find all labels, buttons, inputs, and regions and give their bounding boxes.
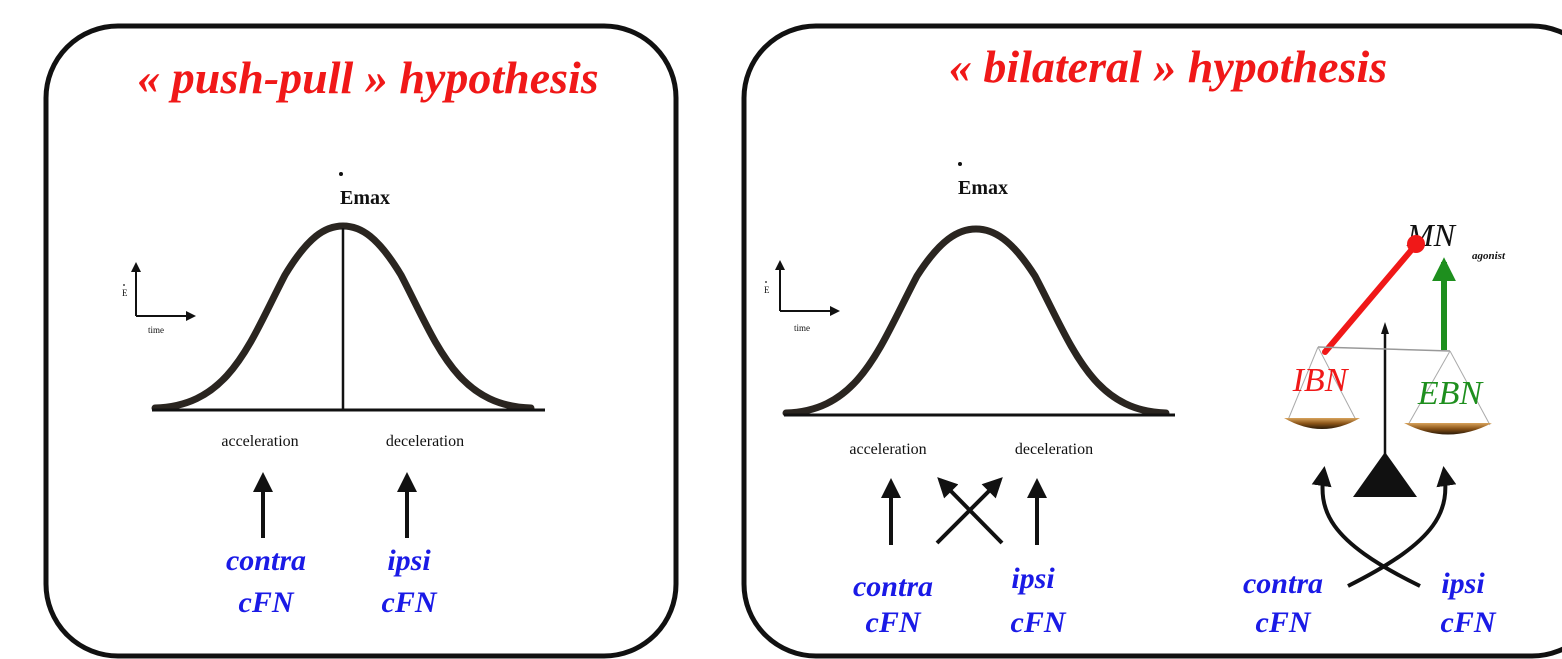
axes-icon: E time <box>122 262 196 335</box>
emax-label: Emax <box>340 187 390 209</box>
ipsi-label: ipsi <box>387 544 431 577</box>
balance-diagram: MN agonist IBN EBN <box>1243 217 1506 639</box>
inhibitory-terminal <box>1407 235 1425 253</box>
bilateral-panel: « bilateral » hypothesis Emax E time acc… <box>741 23 1562 659</box>
contra-cfn-label: cFN <box>239 586 295 619</box>
ipsi-cfn-label: cFN <box>382 586 438 619</box>
contra-label: contra <box>1243 567 1323 600</box>
balance-scale-icon <box>1284 322 1492 497</box>
phase-deceleration: deceleration <box>1015 441 1093 458</box>
bilateral-title: « bilateral » hypothesis <box>949 41 1387 92</box>
x-axis-label: time <box>148 325 164 335</box>
bilateral-frame <box>741 23 1562 659</box>
emax-dot <box>339 172 343 176</box>
x-axis-label: time <box>794 323 810 333</box>
push-pull-panel: « push-pull » hypothesis Emax E time acc… <box>43 23 679 659</box>
ipsi-input-arrow <box>1311 466 1421 588</box>
emax-dot <box>958 162 962 166</box>
ibn-inhibitory-connection <box>1322 244 1417 355</box>
push-pull-frame <box>43 23 679 659</box>
ipsi-label: ipsi <box>1441 567 1485 600</box>
ibn-label: IBN <box>1292 362 1350 399</box>
velocity-curve <box>151 222 535 412</box>
contra-label: contra <box>853 570 933 603</box>
contra-input-arrow <box>1347 466 1457 588</box>
y-axis-label: E <box>122 288 128 298</box>
emax-label: Emax <box>958 177 1008 199</box>
ipsi-cross-arrow <box>937 477 1004 545</box>
ipsi-label: ipsi <box>1011 562 1055 595</box>
contra-cfn-label: cFN <box>1256 606 1312 639</box>
ipsi-cfn-label: cFN <box>1011 606 1067 639</box>
ebn-pan <box>1404 423 1492 435</box>
contra-label: contra <box>226 544 306 577</box>
phase-acceleration: acceleration <box>221 433 298 450</box>
mn-sub-label: agonist <box>1472 250 1506 262</box>
push-pull-title: « push-pull » hypothesis <box>137 52 598 103</box>
phase-deceleration: deceleration <box>386 433 464 450</box>
contra-cfn-label: cFN <box>866 606 922 639</box>
phase-acceleration: acceleration <box>849 441 926 458</box>
y-axis-label: E <box>764 285 770 295</box>
ipsi-cfn-label: cFN <box>1441 606 1497 639</box>
ebn-label: EBN <box>1417 375 1485 412</box>
axes-icon: E time <box>764 260 840 333</box>
velocity-curve <box>782 225 1170 417</box>
ibn-pan <box>1284 418 1360 429</box>
